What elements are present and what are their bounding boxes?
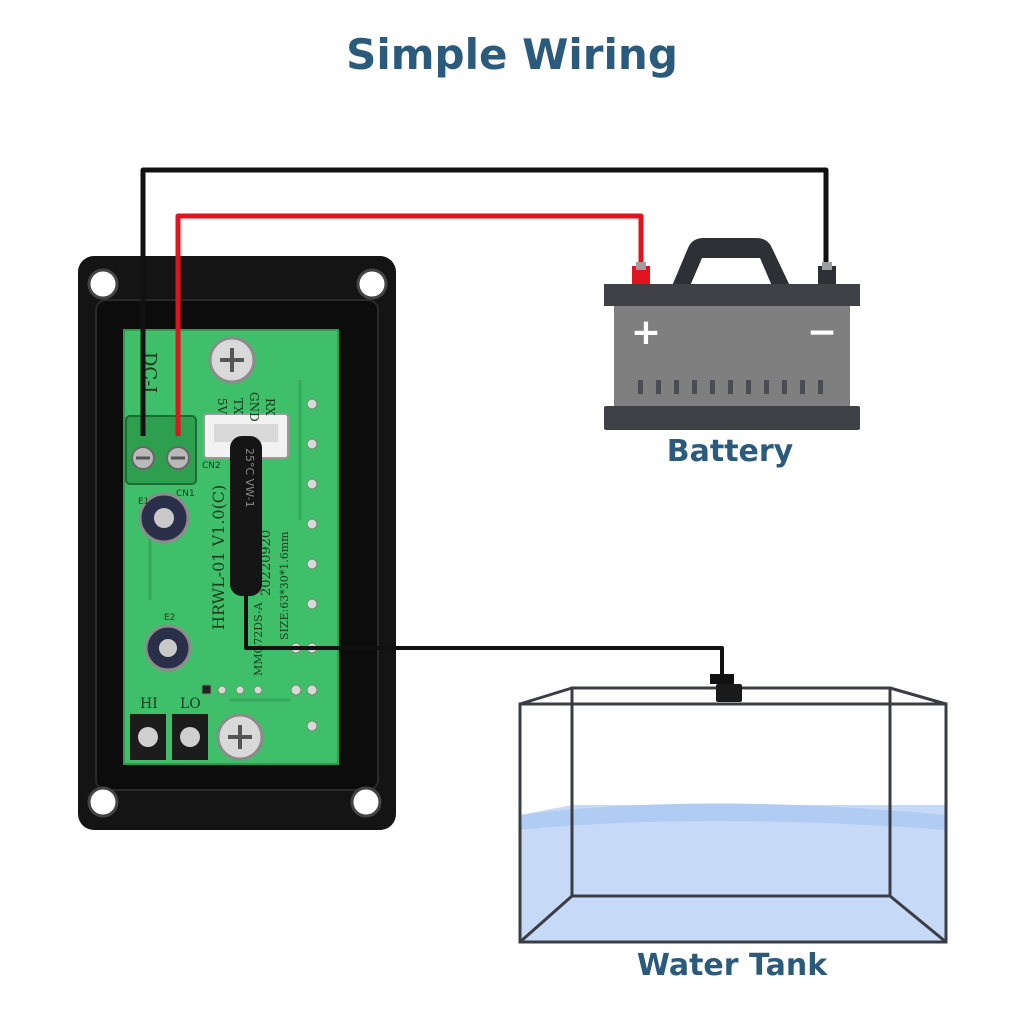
- mount-hole-br: [350, 786, 382, 818]
- pcb-size: SIZE:63*30*1.6mm: [278, 531, 291, 640]
- pin-labels: 5V TX GND RX: [215, 392, 277, 422]
- mount-hole-tr: [356, 268, 388, 300]
- pin-label-tx: TX: [231, 398, 245, 415]
- terminal-block-cn1: [125, 415, 197, 485]
- battery-plus-symbol: +: [631, 312, 661, 353]
- button-hi[interactable]: [130, 714, 166, 760]
- capacitor-e1: [138, 492, 190, 544]
- pcb-label-lo: LO: [180, 696, 201, 712]
- mount-hole-bl: [87, 786, 119, 818]
- cable-print: 25°C VW-1: [243, 448, 256, 508]
- level-sensor-probe: [710, 674, 742, 702]
- screw-top: [208, 336, 256, 384]
- pin-label-5v: 5V: [215, 398, 229, 415]
- battery-minus-symbol: −: [807, 312, 837, 353]
- pcb-date: 20220920: [259, 530, 274, 596]
- pcb-label-cn2: CN2: [202, 461, 221, 471]
- battery: + −: [604, 238, 860, 430]
- diagram-title: Simple Wiring: [346, 30, 678, 79]
- pcb-label-e2: E2: [164, 613, 175, 623]
- water-body: [520, 805, 946, 942]
- pcb-part: MMG72DS-A: [252, 601, 265, 676]
- battery-terminal-negative: [818, 266, 836, 286]
- wire-red-positive: [175, 213, 644, 436]
- sensor-cable: 25°C VW-1: [230, 436, 724, 676]
- wire-black-negative: [140, 167, 829, 436]
- mount-hole-tl: [87, 268, 119, 300]
- pin-label-rx: RX: [263, 398, 277, 416]
- battery-terminal-positive: [632, 266, 650, 286]
- screw-bottom: [216, 713, 264, 761]
- pcb-label-hi: HI: [140, 696, 158, 712]
- water-tank: [518, 674, 948, 944]
- pcb-label-cn1: CN1: [176, 489, 195, 499]
- pin-label-gnd: GND: [247, 392, 261, 422]
- capacitor-e2: [144, 624, 192, 672]
- battery-handle: [672, 238, 790, 286]
- pcb-label-e1: E1: [138, 497, 149, 507]
- pcb-model: HRWL-01 V1.0(C): [209, 485, 228, 630]
- water-tank-label: Water Tank: [636, 948, 828, 983]
- battery-label: Battery: [666, 434, 794, 469]
- button-lo[interactable]: [172, 714, 208, 760]
